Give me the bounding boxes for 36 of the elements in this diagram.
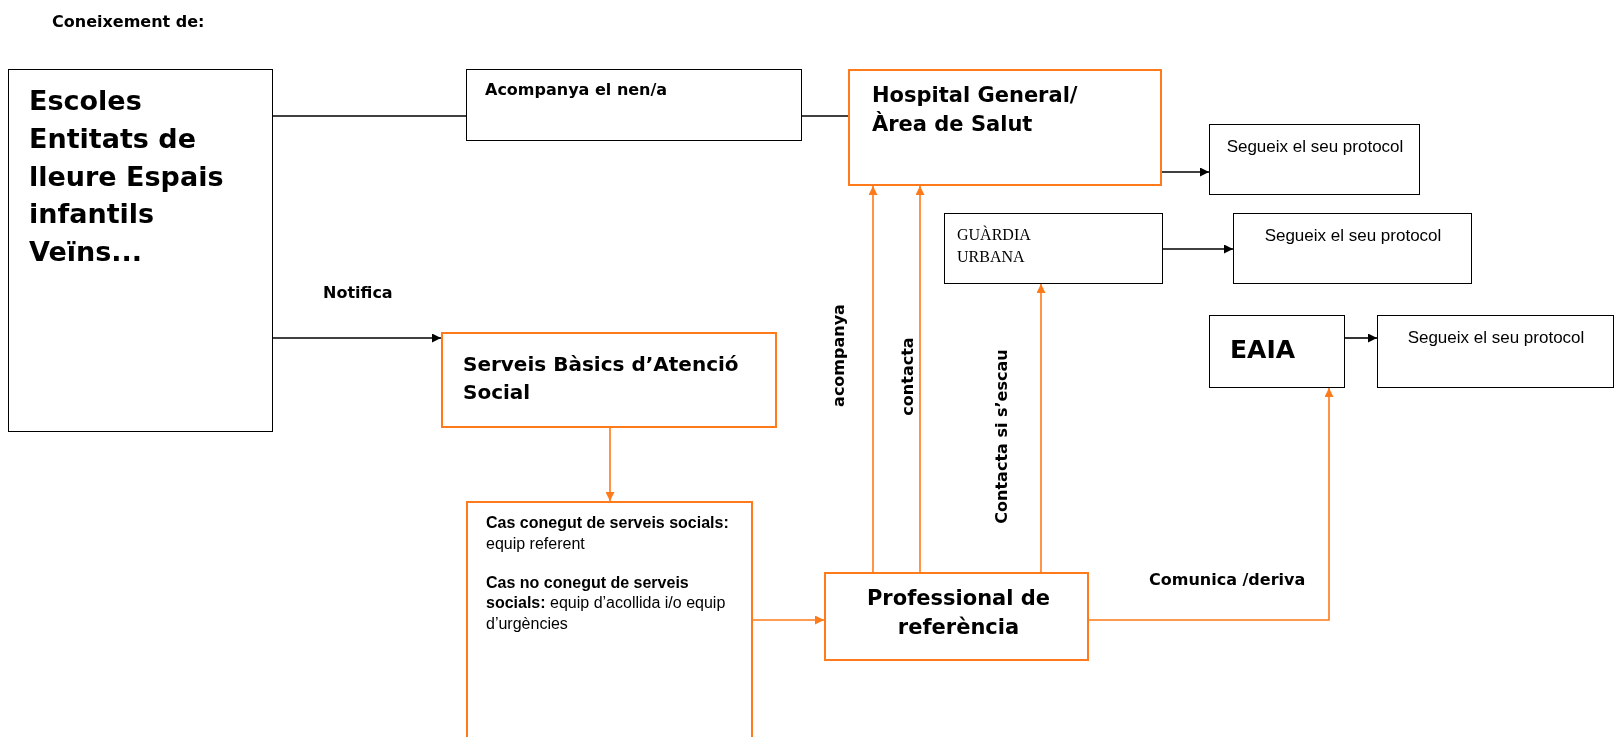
connector-line bbox=[1161, 167, 1210, 177]
process-box bbox=[441, 332, 777, 428]
connector-line bbox=[915, 185, 925, 573]
box-text: Segueix el seu protocol bbox=[1263, 225, 1443, 247]
connector-line bbox=[1162, 244, 1234, 254]
connector-line bbox=[801, 115, 849, 117]
box-text: Hospital General/ Àrea de Salut bbox=[872, 82, 1079, 139]
connector-line bbox=[1036, 283, 1046, 573]
box-text: Acompanya el nen/a bbox=[485, 80, 669, 100]
box-text: Serveis Bàsics d’Atenció Social bbox=[463, 351, 740, 406]
process-box bbox=[8, 69, 273, 432]
box-text: Segueix el seu protocol bbox=[1406, 327, 1586, 349]
box-text: EAIA bbox=[1230, 334, 1297, 366]
connector-line bbox=[272, 333, 442, 343]
box-text: Cas no conegut de serveis socials: equip d’acollida i/o equip d’urgències bbox=[486, 572, 727, 635]
connector-line bbox=[1088, 387, 1334, 621]
heading: Coneixement de: bbox=[52, 12, 205, 31]
connector-line bbox=[868, 185, 878, 573]
connector-line bbox=[1344, 333, 1378, 343]
process-box bbox=[1377, 315, 1614, 388]
box-text: GUÀRDIA URBANA bbox=[957, 224, 1032, 268]
connector-line bbox=[605, 427, 615, 502]
box-text: Escoles Entitats de lleure Espais infantils Veïns... bbox=[29, 84, 225, 270]
process-box bbox=[466, 501, 753, 737]
process-box bbox=[1233, 213, 1472, 284]
box-text: Cas conegut de serveis socials: equip referent bbox=[486, 513, 730, 554]
process-box bbox=[944, 213, 1163, 284]
box-text: Segueix el seu protocol bbox=[1225, 136, 1405, 158]
process-box bbox=[1209, 315, 1345, 388]
process-box bbox=[466, 69, 802, 141]
connector-line bbox=[752, 615, 825, 625]
process-box bbox=[848, 69, 1162, 186]
box-text: Professional de referència bbox=[865, 585, 1052, 642]
connector-line bbox=[272, 115, 467, 117]
process-box bbox=[824, 572, 1089, 661]
process-box bbox=[1209, 124, 1420, 195]
